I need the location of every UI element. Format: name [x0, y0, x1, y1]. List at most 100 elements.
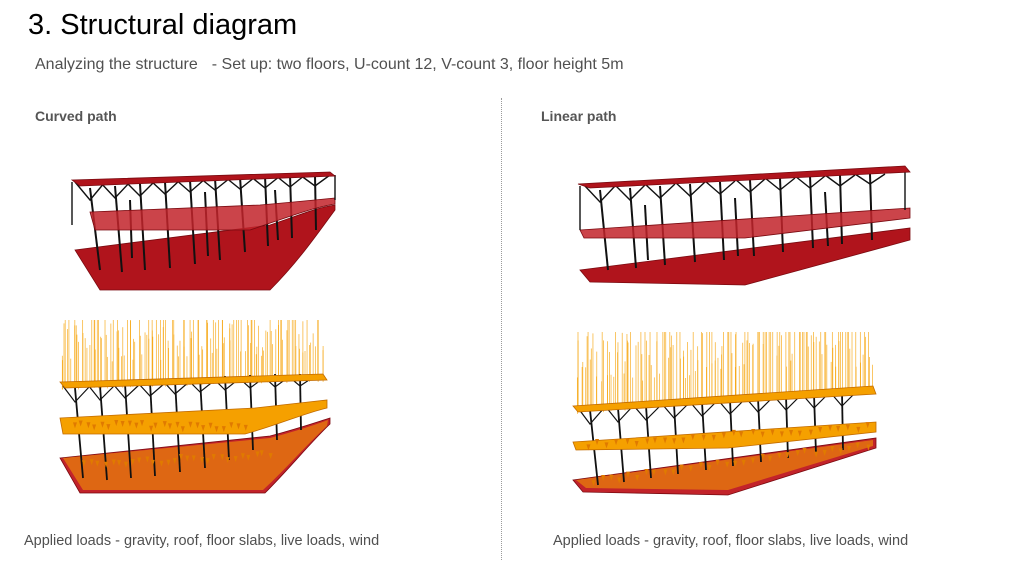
point-load-marker: [104, 461, 109, 468]
curved-mid-slab: [89, 197, 336, 231]
point-load-marker: [221, 426, 226, 433]
point-load-marker: [707, 465, 712, 472]
curved-loads-diagram: [59, 320, 331, 494]
point-load-marker: [259, 450, 264, 457]
point-load-marker: [153, 422, 158, 429]
point-load-marker: [127, 420, 132, 427]
point-load-marker: [711, 434, 716, 441]
linear-roof-slab-loaded: [572, 385, 877, 413]
point-load-marker: [795, 450, 800, 457]
point-load-marker: [671, 469, 676, 476]
point-load-marker: [150, 459, 155, 466]
point-load-marker: [779, 431, 784, 438]
point-load-marker: [808, 429, 813, 436]
curved-roof-slab: [70, 171, 337, 187]
point-load-marker: [789, 429, 794, 436]
point-load-marker: [134, 422, 139, 429]
point-load-marker: [601, 475, 606, 482]
point-load-marker: [167, 423, 172, 430]
point-load-marker: [644, 469, 649, 476]
point-load-marker: [243, 424, 248, 431]
point-load-marker: [130, 459, 135, 466]
curved-structure-diagram: [70, 171, 337, 291]
point-load-marker: [645, 438, 650, 445]
point-load-marker: [797, 430, 802, 437]
point-load-marker: [145, 456, 150, 463]
point-load-marker: [268, 453, 273, 460]
point-load-marker: [92, 424, 97, 431]
point-load-marker: [95, 460, 100, 467]
point-load-marker: [634, 440, 639, 447]
point-load-marker: [604, 442, 609, 449]
point-load-marker: [725, 461, 730, 468]
point-load-marker: [208, 422, 213, 429]
point-load-marker: [679, 464, 684, 471]
curved-path-heading: Curved path: [35, 108, 117, 124]
point-load-marker: [802, 447, 807, 454]
point-load-marker: [741, 459, 746, 466]
point-load-marker: [114, 419, 119, 426]
point-load-marker: [89, 459, 94, 466]
point-load-marker: [595, 439, 600, 446]
point-load-marker: [100, 421, 105, 428]
linear-structure-diagram: [577, 165, 911, 286]
point-load-marker: [715, 459, 720, 466]
point-load-marker: [162, 421, 167, 428]
curved-loads-caption: Applied loads - gravity, roof, floor sla…: [24, 533, 380, 549]
point-load-marker: [166, 459, 171, 466]
point-load-marker: [111, 459, 116, 466]
curved-roof-slab-loaded: [59, 373, 328, 389]
point-load-marker: [188, 421, 193, 428]
linear-path-heading: Linear path: [541, 108, 617, 124]
point-load-marker: [663, 469, 668, 476]
point-load-marker: [123, 461, 128, 468]
point-load-marker: [591, 480, 596, 487]
point-load-marker: [175, 421, 180, 428]
point-load-marker: [586, 444, 591, 451]
point-load-marker: [651, 469, 656, 476]
linear-loads-caption: Applied loads - gravity, roof, floor sla…: [553, 533, 909, 549]
point-load-marker: [191, 455, 196, 462]
point-load-marker: [72, 422, 77, 429]
point-load-marker: [205, 458, 210, 465]
point-load-marker: [172, 458, 177, 465]
point-load-marker: [750, 457, 755, 464]
point-load-marker: [690, 434, 695, 441]
point-load-marker: [201, 425, 206, 432]
point-load-marker: [652, 437, 657, 444]
point-load-marker: [255, 451, 260, 458]
linear-load-branches: [577, 391, 857, 425]
point-load-marker: [635, 475, 640, 482]
linear-columns: [599, 173, 873, 271]
point-load-marker: [179, 453, 184, 460]
point-load-marker: [760, 431, 765, 438]
point-load-marker: [681, 437, 686, 444]
point-load-marker: [214, 426, 219, 433]
point-load-marker: [236, 423, 241, 430]
point-load-marker: [739, 431, 744, 438]
point-load-marker: [137, 457, 142, 464]
point-load-marker: [149, 425, 154, 432]
point-load-marker: [701, 434, 706, 441]
point-load-marker: [625, 438, 630, 445]
linear-branches: [579, 172, 906, 230]
point-load-marker: [865, 422, 870, 429]
point-load-marker: [86, 422, 91, 429]
column-divider: [501, 98, 502, 560]
point-load-marker: [845, 424, 850, 431]
point-load-marker: [617, 477, 622, 484]
curved-ground-slab: [74, 204, 336, 291]
linear-roof-slab: [577, 165, 911, 189]
slide-title: 3. Structural diagram: [28, 9, 298, 41]
point-load-marker: [180, 426, 185, 433]
point-load-marker: [609, 474, 614, 481]
point-load-marker: [159, 460, 164, 467]
point-load-marker: [856, 426, 861, 433]
point-load-marker: [106, 424, 111, 431]
point-load-marker: [200, 457, 205, 464]
curved-branches: [71, 174, 336, 225]
point-load-marker: [751, 428, 756, 435]
point-load-marker: [770, 429, 775, 436]
point-load-marker: [240, 453, 245, 460]
point-load-marker: [626, 471, 631, 478]
